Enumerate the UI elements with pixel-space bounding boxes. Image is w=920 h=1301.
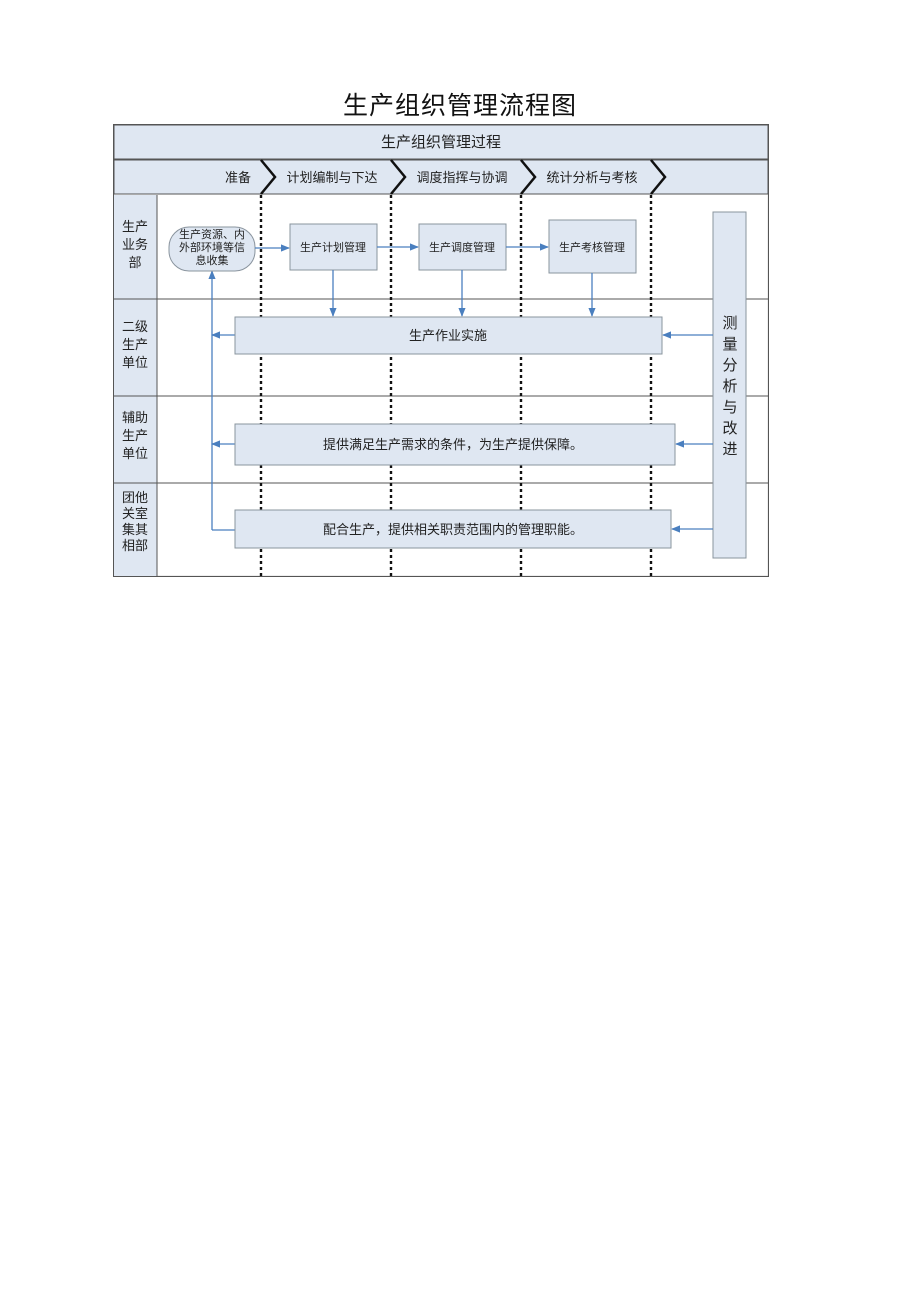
node-label: 息收集	[196, 253, 229, 267]
header-band	[113, 124, 769, 160]
document-title: 生产组织管理流程图	[342, 91, 577, 120]
phase-chevron	[260, 159, 277, 195]
node-label: 改	[722, 419, 737, 437]
node-label: 进	[722, 440, 737, 458]
node-measure-analyze-improve	[712, 211, 747, 559]
node-label: 分	[722, 356, 737, 374]
node-label: 生产资源、内	[179, 227, 245, 241]
node-support-conditions	[234, 423, 676, 466]
lane-label: 生产	[122, 220, 148, 235]
lane-label: 辅助	[122, 411, 148, 426]
phase-label: 准备	[225, 170, 251, 186]
phase-label: 计划编制与下达	[286, 171, 377, 186]
phase-band	[113, 159, 769, 195]
node-label: 提供满足生产需求的条件，为生产提供保障。	[323, 437, 583, 453]
lane-label: 单位	[122, 356, 148, 371]
lane-label: 相部	[122, 539, 148, 554]
lane-label: 集其	[122, 522, 148, 538]
lane-label: 业务	[122, 237, 148, 253]
lane-label: 单位	[122, 447, 148, 462]
phase-chevron	[650, 159, 667, 195]
phase-chevron	[390, 159, 407, 195]
lane-label: 生产	[122, 429, 148, 444]
lane-label: 关室	[122, 506, 148, 522]
node-cooperation	[234, 509, 672, 549]
node-label: 生产作业实施	[409, 329, 487, 344]
lane-label: 生产	[122, 338, 148, 353]
phase-label: 调度指挥与协调	[416, 170, 507, 186]
phase-chevron	[520, 159, 537, 195]
node-label: 与	[722, 398, 737, 416]
node-label: 生产计划管理	[300, 240, 366, 254]
phase-label: 统计分析与考核	[546, 171, 637, 186]
node-label: 生产考核管理	[559, 240, 625, 254]
node-info-collection	[168, 226, 256, 272]
node-label: 外部环境等信	[179, 240, 245, 254]
header-title: 生产组织管理过程	[381, 133, 501, 151]
node-label: 析	[722, 377, 737, 395]
node-label: 测	[722, 314, 737, 332]
node-label: 配合生产，提供相关职责范围内的管理职能。	[323, 522, 583, 538]
lane-header-column	[114, 195, 157, 576]
node-label: 生产调度管理	[429, 240, 495, 254]
node-assessment-management	[548, 219, 637, 274]
lane-label: 团他	[122, 491, 148, 506]
process-flowchart: 生产组织管理过程 准备 计划编制与下达 调度指挥与协调 统计分析与考核 生产 业…	[112, 123, 770, 578]
node-plan-management	[289, 223, 378, 271]
lane-label: 二级	[122, 320, 148, 335]
node-label: 量	[722, 335, 737, 353]
node-production-execution	[234, 316, 663, 355]
lane-label: 部	[128, 256, 141, 271]
